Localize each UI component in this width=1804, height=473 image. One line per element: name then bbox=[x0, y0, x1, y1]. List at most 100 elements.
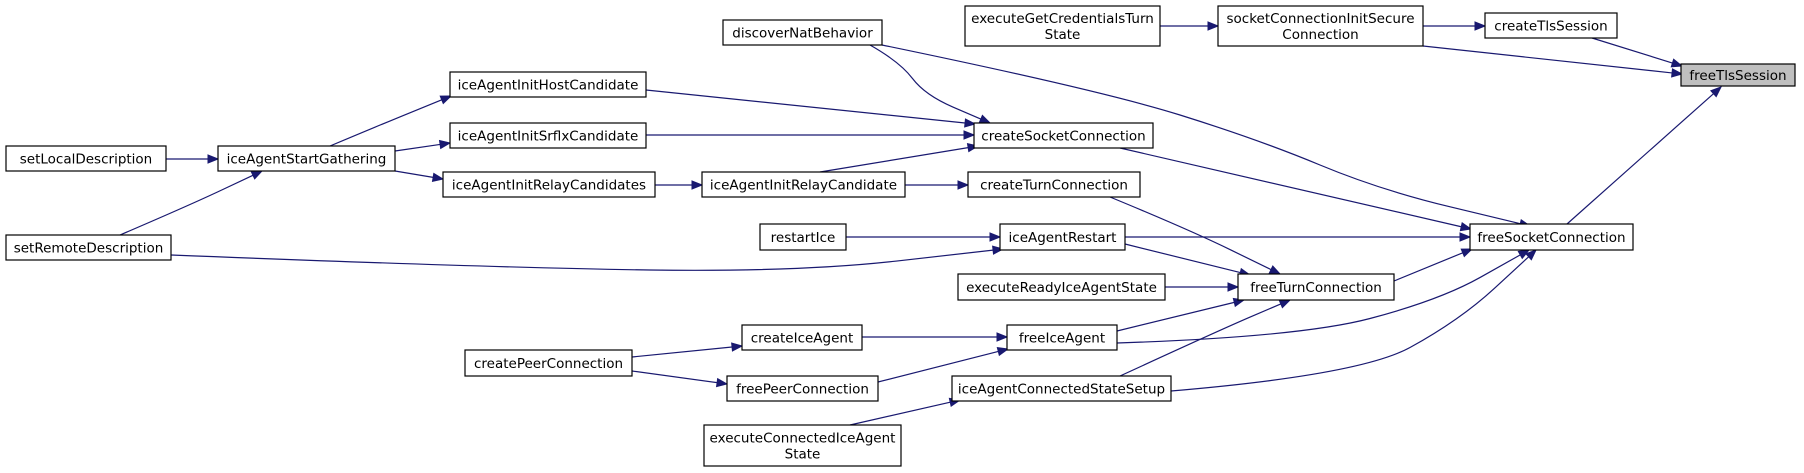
node-label: executeReadyIceAgentState bbox=[966, 280, 1157, 296]
edge-arrowhead bbox=[1474, 21, 1487, 31]
edge-arrowhead bbox=[996, 346, 1010, 357]
node-box[interactable] bbox=[999, 223, 1126, 251]
node-label: freeIceAgent bbox=[1019, 331, 1105, 347]
edge-iceAgentInitHostCandidate-to-createSocketConnection bbox=[645, 89, 977, 128]
edge-arrowhead bbox=[1525, 249, 1537, 261]
node-box[interactable] bbox=[1469, 223, 1634, 251]
edge-setRemoteDescription-to-iceAgentRestart bbox=[170, 245, 1005, 271]
edge-iceAgentConnectedStateSetup-to-freeSocketConnection bbox=[1170, 249, 1537, 392]
node-box[interactable] bbox=[701, 171, 906, 198]
node-box[interactable] bbox=[1484, 12, 1618, 39]
node-box[interactable] bbox=[973, 122, 1154, 149]
node-box[interactable] bbox=[449, 122, 647, 149]
edge-iceAgentInitRelayCandidate-to-createSocketConnection bbox=[819, 143, 980, 173]
node-createSocketConnection[interactable]: createSocketConnection bbox=[973, 122, 1154, 149]
node-setRemoteDescription[interactable]: setRemoteDescription bbox=[5, 234, 172, 261]
edge-line bbox=[1566, 93, 1714, 225]
edge-line bbox=[1422, 45, 1673, 74]
edge-line bbox=[881, 44, 1521, 225]
node-iceAgentInitHostCandidate[interactable]: iceAgentInitHostCandidate bbox=[449, 71, 647, 98]
node-label: createIceAgent bbox=[751, 331, 854, 347]
node-box[interactable] bbox=[726, 375, 879, 402]
node-box[interactable] bbox=[1217, 5, 1424, 47]
node-createTurnConnection[interactable]: createTurnConnection bbox=[967, 171, 1141, 198]
node-box[interactable] bbox=[1006, 324, 1118, 351]
node-iceAgentInitSrflxCandidate[interactable]: iceAgentInitSrflxCandidate bbox=[449, 122, 647, 149]
node-box[interactable] bbox=[5, 234, 172, 261]
edge-createIceAgent-to-freeIceAgent bbox=[862, 332, 1009, 342]
node-iceAgentInitRelayCandidate[interactable]: iceAgentInitRelayCandidate bbox=[701, 171, 906, 198]
edge-arrowhead bbox=[731, 342, 744, 352]
node-freeIceAgent[interactable]: freeIceAgent bbox=[1006, 324, 1118, 351]
edge-setRemoteDescription-to-iceAgentStartGathering bbox=[119, 170, 264, 236]
node-label: restartIce bbox=[771, 230, 836, 246]
edge-createTlsSession-to-freeTlsSession bbox=[1591, 37, 1684, 68]
node-box[interactable] bbox=[217, 145, 396, 172]
edge-line bbox=[1170, 256, 1530, 392]
node-iceAgentRestart[interactable]: iceAgentRestart bbox=[999, 223, 1126, 251]
node-freeSocketConnection[interactable]: freeSocketConnection bbox=[1469, 223, 1634, 251]
node-label: State bbox=[1045, 27, 1081, 43]
edge-arrowhead bbox=[439, 95, 453, 105]
node-box[interactable] bbox=[442, 171, 656, 198]
node-label: createTurnConnection bbox=[980, 178, 1128, 194]
node-setLocalDescription[interactable]: setLocalDescription bbox=[5, 145, 167, 172]
edge-discoverNatBehavior-to-createSocketConnection bbox=[869, 44, 992, 124]
edge-iceAgentRestart-to-freeTurnConnection bbox=[1124, 243, 1252, 278]
node-freeTlsSession[interactable]: freeTlsSession bbox=[1680, 63, 1796, 87]
node-restartIce[interactable]: restartIce bbox=[759, 223, 847, 251]
node-iceAgentConnectedStateSetup[interactable]: iceAgentConnectedStateSetup bbox=[951, 375, 1172, 402]
node-createIceAgent[interactable]: createIceAgent bbox=[741, 324, 863, 351]
edge-arrowhead bbox=[978, 114, 992, 124]
node-box[interactable] bbox=[957, 273, 1166, 301]
edge-line bbox=[394, 170, 434, 178]
edge-arrowhead bbox=[1459, 222, 1473, 232]
node-label: iceAgentInitRelayCandidate bbox=[710, 178, 897, 194]
node-box[interactable] bbox=[722, 19, 883, 46]
node-label: State bbox=[785, 447, 821, 463]
node-label: createPeerConnection bbox=[474, 356, 623, 372]
node-box[interactable] bbox=[449, 71, 647, 98]
node-box[interactable] bbox=[964, 5, 1161, 47]
edge-arrowhead bbox=[1268, 265, 1282, 275]
node-box[interactable] bbox=[5, 145, 167, 172]
edge-arrowhead bbox=[996, 332, 1009, 342]
node-box[interactable] bbox=[967, 171, 1141, 198]
node-createPeerConnection[interactable]: createPeerConnection bbox=[464, 349, 633, 377]
node-box[interactable] bbox=[464, 349, 633, 377]
edge-iceAgentInitRelayCandidate-to-createTurnConnection bbox=[905, 180, 970, 190]
node-box[interactable] bbox=[1237, 273, 1395, 301]
node-discoverNatBehavior[interactable]: discoverNatBehavior bbox=[722, 19, 883, 46]
node-executeReadyIceAgentState[interactable]: executeReadyIceAgentState bbox=[957, 273, 1166, 301]
edge-arrowhead bbox=[1227, 282, 1240, 292]
node-freePeerConnection[interactable]: freePeerConnection bbox=[726, 375, 879, 402]
node-label: iceAgentStartGathering bbox=[227, 152, 387, 168]
node-box[interactable] bbox=[703, 424, 902, 467]
edge-line bbox=[394, 143, 441, 152]
node-box[interactable] bbox=[1680, 63, 1796, 87]
node-box[interactable] bbox=[759, 223, 847, 251]
edge-createSocketConnection-to-freeSocketConnection bbox=[1119, 147, 1473, 232]
node-createTlsSession[interactable]: createTlsSession bbox=[1484, 12, 1618, 39]
node-box[interactable] bbox=[741, 324, 863, 351]
node-iceAgentInitRelayCandidates[interactable]: iceAgentInitRelayCandidates bbox=[442, 171, 656, 198]
node-box[interactable] bbox=[951, 375, 1172, 402]
edge-iceAgentRestart-to-freeSocketConnection bbox=[1125, 232, 1472, 242]
edge-line bbox=[119, 174, 254, 236]
edge-arrowhead bbox=[989, 232, 1002, 242]
edge-createPeerConnection-to-createIceAgent bbox=[631, 342, 744, 358]
node-freeTurnConnection[interactable]: freeTurnConnection bbox=[1237, 273, 1395, 301]
edge-executeReadyIceAgentState-to-freeTurnConnection bbox=[1165, 282, 1240, 292]
edge-line bbox=[631, 346, 733, 358]
edge-arrowhead bbox=[1207, 21, 1220, 31]
edge-freeTurnConnection-to-freeSocketConnection bbox=[1393, 248, 1474, 282]
edge-iceAgentStartGathering-to-iceAgentInitRelayCandidates bbox=[394, 170, 445, 182]
node-iceAgentStartGathering[interactable]: iceAgentStartGathering bbox=[217, 145, 396, 172]
edge-line bbox=[1393, 252, 1463, 282]
node-label: freeTlsSession bbox=[1689, 68, 1786, 84]
edge-line bbox=[329, 99, 442, 147]
node-label: Connection bbox=[1282, 27, 1358, 43]
